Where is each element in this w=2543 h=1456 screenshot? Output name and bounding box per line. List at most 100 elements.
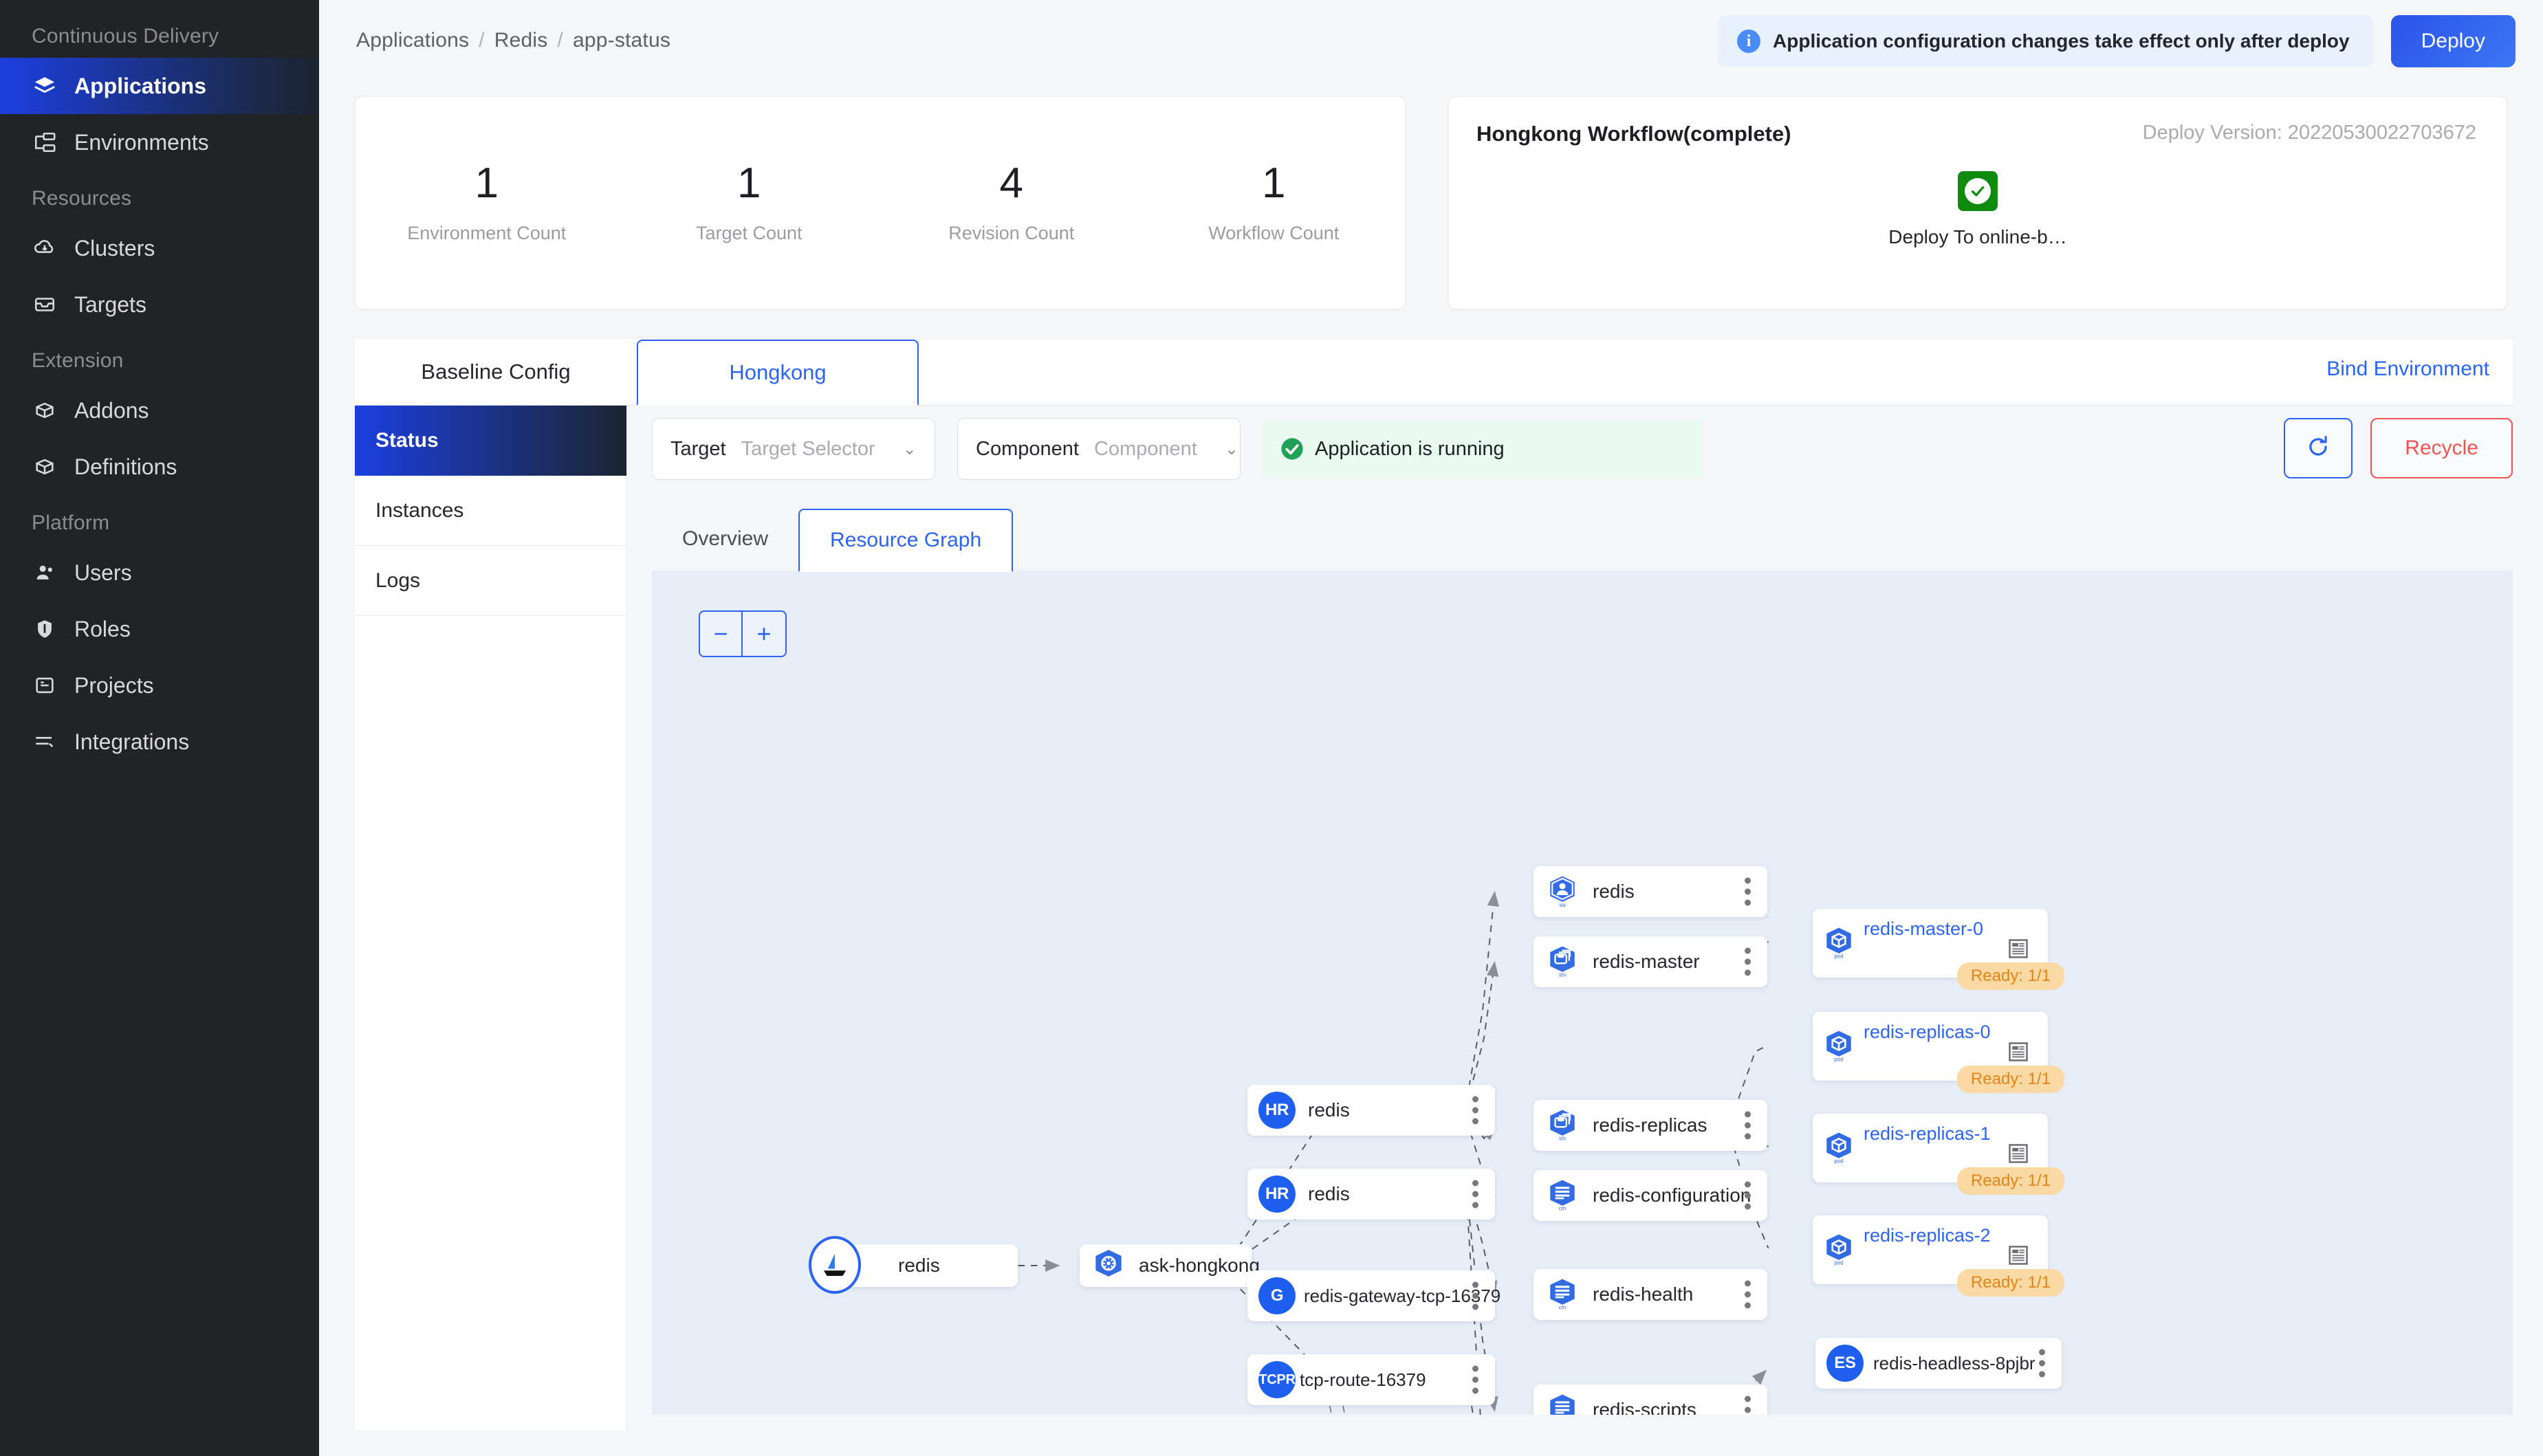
- tab-overview[interactable]: Overview: [682, 527, 769, 550]
- node-label: redis: [1308, 1099, 1350, 1121]
- pod-icon: pod: [1820, 924, 1858, 962]
- box-icon: [32, 454, 58, 480]
- main-area: Applications/Redis/app-status i Applicat…: [319, 0, 2543, 1456]
- node-label: redis-master: [1593, 951, 1700, 972]
- target-selector-label: Target: [670, 437, 726, 460]
- sidebar-item-applications[interactable]: Applications: [0, 58, 319, 114]
- recycle-button[interactable]: Recycle: [2370, 418, 2513, 478]
- node-menu-button[interactable]: [1472, 1365, 1478, 1394]
- svg-text:pod: pod: [1834, 953, 1843, 959]
- graph-node-redis-gateway[interactable]: G redis-gateway-tcp-16379: [1247, 1270, 1500, 1321]
- graph-node-sts-redis-replicas[interactable]: sts redis-replicas: [1534, 1100, 1767, 1151]
- filter-row: Target Target Selector ⌄ Component Compo…: [652, 406, 2513, 480]
- component-selector-placeholder: Component: [1093, 437, 1197, 460]
- sidebar-item-environments[interactable]: Environments: [0, 114, 319, 170]
- sidebar-item-addons[interactable]: Addons: [0, 382, 319, 439]
- component-selector[interactable]: Component Component ⌄: [957, 418, 1241, 480]
- node-menu-button[interactable]: [1472, 1096, 1478, 1125]
- svg-text:sts: sts: [1559, 971, 1566, 978]
- pod-logs-icon[interactable]: [2008, 1041, 2029, 1063]
- pod-icon: pod: [1820, 1027, 1858, 1066]
- summary-cards: 1 Environment Count 1 Target Count 4 Rev…: [319, 81, 2543, 309]
- node-menu-button[interactable]: [1745, 1396, 1751, 1415]
- graph-node-redis-app[interactable]: redis: [832, 1244, 1018, 1287]
- graph-node-pod-redis-replicas-1[interactable]: pod redis-replicas-1 Ready: 1/1: [1813, 1114, 2064, 1195]
- service-account-icon: sa: [1543, 872, 1582, 911]
- stat-revision-count: 4 Revision Count: [880, 162, 1143, 244]
- graph-node-hr-redis-2[interactable]: HR redis: [1247, 1169, 1495, 1220]
- sidebar-item-roles[interactable]: Roles: [0, 601, 319, 657]
- breadcrumb-applications[interactable]: Applications: [356, 29, 470, 52]
- graph-node-sts-redis-master[interactable]: sts redis-master: [1534, 936, 1767, 987]
- chevron-down-icon: ⌄: [1224, 439, 1238, 459]
- gateway-badge: G: [1258, 1277, 1296, 1314]
- sidebar-item-clusters[interactable]: Clusters: [0, 220, 319, 276]
- deploy-button[interactable]: Deploy: [2390, 15, 2515, 67]
- sidebar-item-label: Targets: [74, 291, 146, 317]
- stat-environment-count: 1 Environment Count: [356, 162, 618, 244]
- node-label: redis-replicas: [1593, 1114, 1707, 1136]
- node-menu-button[interactable]: [1472, 1180, 1478, 1209]
- pod-label[interactable]: redis-replicas-0: [1864, 1022, 1991, 1042]
- top-actions: i Application configuration changes take…: [1718, 15, 2515, 67]
- subnav-item-status[interactable]: Status: [355, 406, 626, 476]
- pod-logs-icon[interactable]: [2008, 1244, 2029, 1266]
- graph-node-cm-redis-health[interactable]: cm redis-health: [1534, 1269, 1767, 1320]
- sidebar-item-definitions[interactable]: Definitions: [0, 439, 319, 495]
- sidebar-item-users[interactable]: Users: [0, 544, 319, 601]
- zoom-in-button[interactable]: +: [756, 619, 772, 648]
- pod-ready-badge: Ready: 1/1: [1956, 1167, 2064, 1195]
- pod-label[interactable]: redis-replicas-1: [1864, 1123, 1991, 1144]
- sidebar-item-label: Integrations: [74, 729, 190, 754]
- graph-node-pod-redis-replicas-0[interactable]: pod redis-replicas-0 Ready: 1/1: [1813, 1012, 2064, 1093]
- graph-node-sa-redis[interactable]: sa redis: [1534, 866, 1767, 917]
- graph-node-hr-redis-1[interactable]: HR redis: [1247, 1085, 1495, 1136]
- tab-resource-graph[interactable]: Resource Graph: [798, 509, 1014, 572]
- graph-node-tcp-route[interactable]: TCPR tcp-route-16379: [1247, 1354, 1495, 1405]
- application-status-banner: Application is running: [1263, 421, 1703, 477]
- subnav-item-logs[interactable]: Logs: [355, 546, 626, 616]
- node-menu-button[interactable]: [1472, 1281, 1478, 1310]
- zoom-out-button[interactable]: −: [700, 612, 743, 656]
- target-selector[interactable]: Target Target Selector ⌄: [652, 418, 935, 480]
- node-menu-button[interactable]: [1745, 1280, 1751, 1309]
- node-menu-button[interactable]: [2039, 1349, 2045, 1378]
- users-icon: [32, 560, 58, 586]
- sidebar-group-extension: Extension: [32, 349, 124, 372]
- configmap-icon: cm: [1543, 1176, 1582, 1215]
- sidebar-item-targets[interactable]: Targets: [0, 276, 319, 333]
- refresh-button[interactable]: [2284, 418, 2353, 478]
- tab-hongkong[interactable]: Hongkong: [637, 340, 919, 406]
- top-bar: Applications/Redis/app-status i Applicat…: [319, 0, 2543, 81]
- graph-node-ask-hongkong[interactable]: ask-hongkong: [1080, 1244, 1260, 1287]
- resource-graph-canvas[interactable]: − +: [652, 571, 2513, 1415]
- svg-text:pod: pod: [1834, 1158, 1843, 1164]
- graph-node-cm-redis-configuration[interactable]: cm redis-configuration: [1534, 1170, 1767, 1221]
- sidebar-item-label: Users: [74, 560, 132, 585]
- graph-node-pod-redis-replicas-2[interactable]: pod redis-replicas-2 Ready: 1/1: [1813, 1215, 2064, 1297]
- graph-node-pod-redis-master-0[interactable]: pod redis-master-0 Ready: 1/1: [1813, 909, 2064, 990]
- node-menu-button[interactable]: [1745, 877, 1751, 906]
- pod-label[interactable]: redis-master-0: [1864, 918, 1984, 939]
- refresh-icon: [2305, 434, 2331, 463]
- node-label: redis: [1593, 881, 1635, 902]
- workflow-step[interactable]: Deploy To online-b…: [1449, 171, 2507, 248]
- graph-node-cm-redis-scripts[interactable]: cm redis-scripts: [1534, 1385, 1767, 1415]
- statefulset-icon: sts: [1543, 942, 1582, 981]
- status-pane: Target Target Selector ⌄ Component Compo…: [627, 406, 2513, 1430]
- pod-logs-icon[interactable]: [2008, 938, 2029, 960]
- node-menu-button[interactable]: [1745, 1181, 1751, 1210]
- pod-logs-icon[interactable]: [2008, 1143, 2029, 1165]
- stat-value: 1: [1262, 159, 1286, 207]
- pod-label[interactable]: redis-replicas-2: [1864, 1225, 1991, 1246]
- graph-node-es-redis-headless-8pjbr[interactable]: ES redis-headless-8pjbr: [1815, 1338, 2062, 1389]
- node-menu-button[interactable]: [1745, 1111, 1751, 1140]
- resource-tabs: Overview Resource Graph: [652, 507, 2513, 572]
- sidebar-item-integrations[interactable]: Integrations: [0, 714, 319, 770]
- tab-baseline-config[interactable]: Baseline Config: [355, 339, 637, 405]
- breadcrumb-redis[interactable]: Redis: [494, 29, 548, 52]
- sidebar-item-projects[interactable]: Projects: [0, 657, 319, 714]
- node-menu-button[interactable]: [1745, 947, 1751, 976]
- bind-environment-link[interactable]: Bind Environment: [2326, 357, 2489, 380]
- subnav-item-instances[interactable]: Instances: [355, 476, 626, 546]
